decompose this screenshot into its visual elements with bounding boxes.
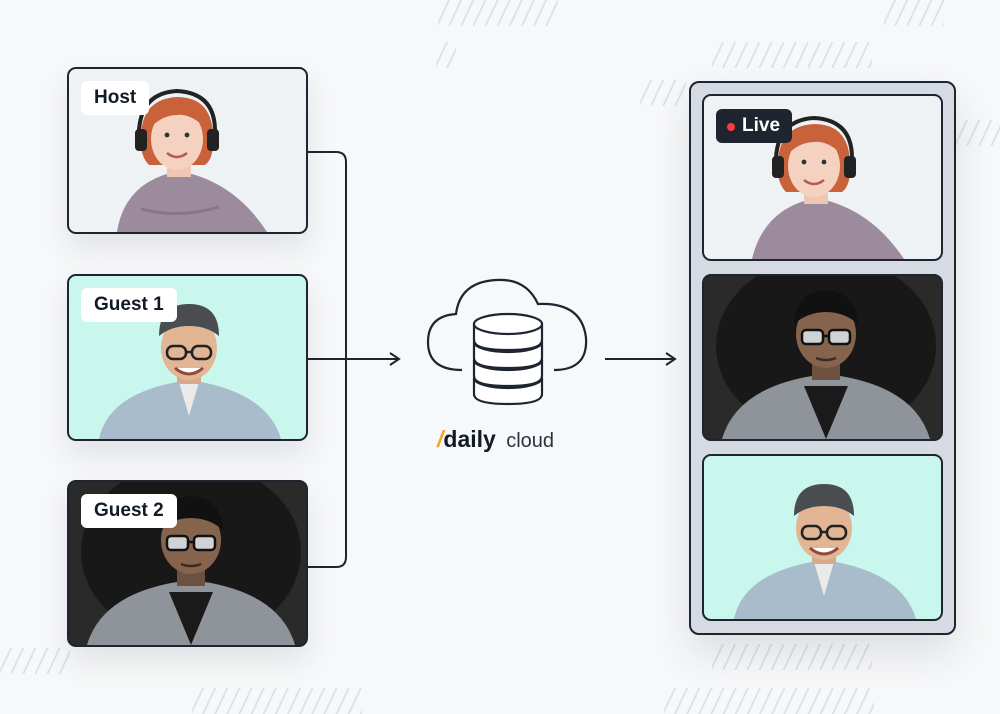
- output-guest-2-tile[interactable]: [702, 274, 943, 441]
- host-label: Host: [81, 81, 150, 115]
- output-host-tile[interactable]: Live: [702, 94, 943, 261]
- guest-1-tile[interactable]: Guest 1: [67, 274, 308, 441]
- guest-2-tile[interactable]: Guest 2: [67, 480, 308, 647]
- logo-daily: daily: [443, 426, 496, 452]
- host-avatar: [117, 88, 267, 232]
- live-badge: Live: [716, 109, 793, 143]
- host-tile[interactable]: Host: [67, 67, 308, 234]
- logo-cloud: cloud: [506, 430, 555, 452]
- guest-2-label: Guest 2: [81, 494, 177, 528]
- daily-cloud-logo: /daily cloud: [437, 426, 554, 453]
- output-guest-1-tile[interactable]: [702, 454, 943, 621]
- arrow-right-icon: [665, 352, 677, 366]
- logo-slash: /: [437, 426, 444, 452]
- output-guest-2-avatar: [716, 276, 936, 439]
- output-composite: Live: [689, 81, 956, 635]
- cloud-database-icon: [426, 278, 588, 406]
- live-label: Live: [742, 115, 781, 136]
- output-guest-1-avatar: [734, 484, 916, 619]
- arrow-right-icon: [389, 352, 401, 366]
- output-host-avatar: [752, 115, 904, 259]
- guest-1-label: Guest 1: [81, 288, 177, 322]
- guest-1-avatar: [99, 304, 281, 439]
- live-dot-icon: [727, 123, 735, 131]
- merge-bracket: [306, 151, 347, 568]
